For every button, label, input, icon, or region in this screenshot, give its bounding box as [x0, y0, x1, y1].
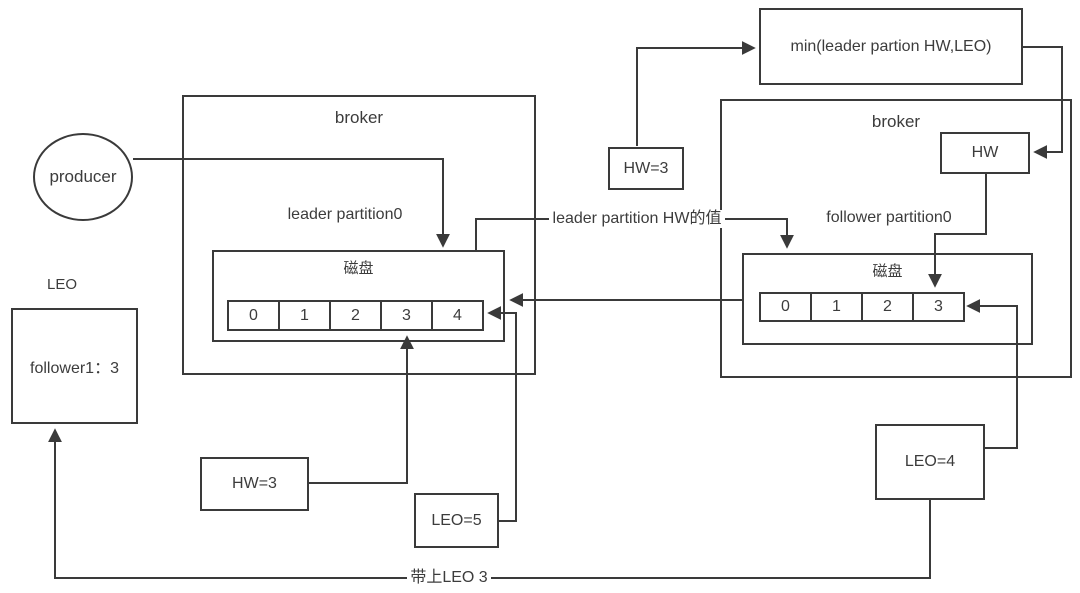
hw-box-label: HW	[971, 144, 999, 161]
leo-title: LEO	[46, 276, 77, 293]
left-broker-title: broker	[334, 108, 384, 127]
producer-label: producer	[49, 167, 117, 186]
leader-partition-label: leader partition0	[287, 206, 403, 223]
leader-log-cells: 0 1 2 3 4	[227, 300, 484, 331]
min-function-box: min(leader partion HW,LEO)	[759, 8, 1023, 85]
left-disk-label: 磁盘	[343, 260, 374, 277]
leo4-label: LEO=4	[904, 453, 956, 470]
bottom-hw-box: HW=3	[200, 457, 309, 511]
carry-leo-line-label: 带上LEO 3	[407, 569, 491, 587]
bottom-hw-label: HW=3	[232, 475, 277, 492]
leader-hw-value-label: HW=3	[623, 159, 669, 177]
right-disk-label: 磁盘	[872, 263, 903, 280]
log-cell: 0	[759, 292, 812, 322]
right-broker-title: broker	[871, 112, 921, 131]
min-function-label: min(leader partion HW,LEO)	[790, 37, 992, 55]
log-cell: 1	[278, 300, 331, 331]
log-cell: 0	[227, 300, 280, 331]
hw-value-line-label: leader partition HW的值	[549, 210, 725, 228]
follower-partition-label: follower partition0	[826, 209, 952, 226]
leo5-box: LEO=5	[414, 493, 499, 548]
log-cell: 3	[912, 292, 965, 322]
follower-log-cells: 0 1 2 3	[759, 292, 965, 322]
log-cell: 2	[329, 300, 382, 331]
log-cell: 4	[431, 300, 484, 331]
log-cell: 2	[861, 292, 914, 322]
hw-box: HW	[940, 132, 1030, 174]
leader-hw-value-box: HW=3	[608, 147, 684, 190]
follower1-leo-box: follower1：3	[11, 308, 138, 424]
producer-node: producer	[33, 133, 133, 221]
follower1-leo-label: follower1：3	[30, 360, 119, 377]
log-cell: 3	[380, 300, 433, 331]
log-cell: 1	[810, 292, 863, 322]
leo4-box: LEO=4	[875, 424, 985, 500]
leo5-label: LEO=5	[431, 511, 482, 529]
